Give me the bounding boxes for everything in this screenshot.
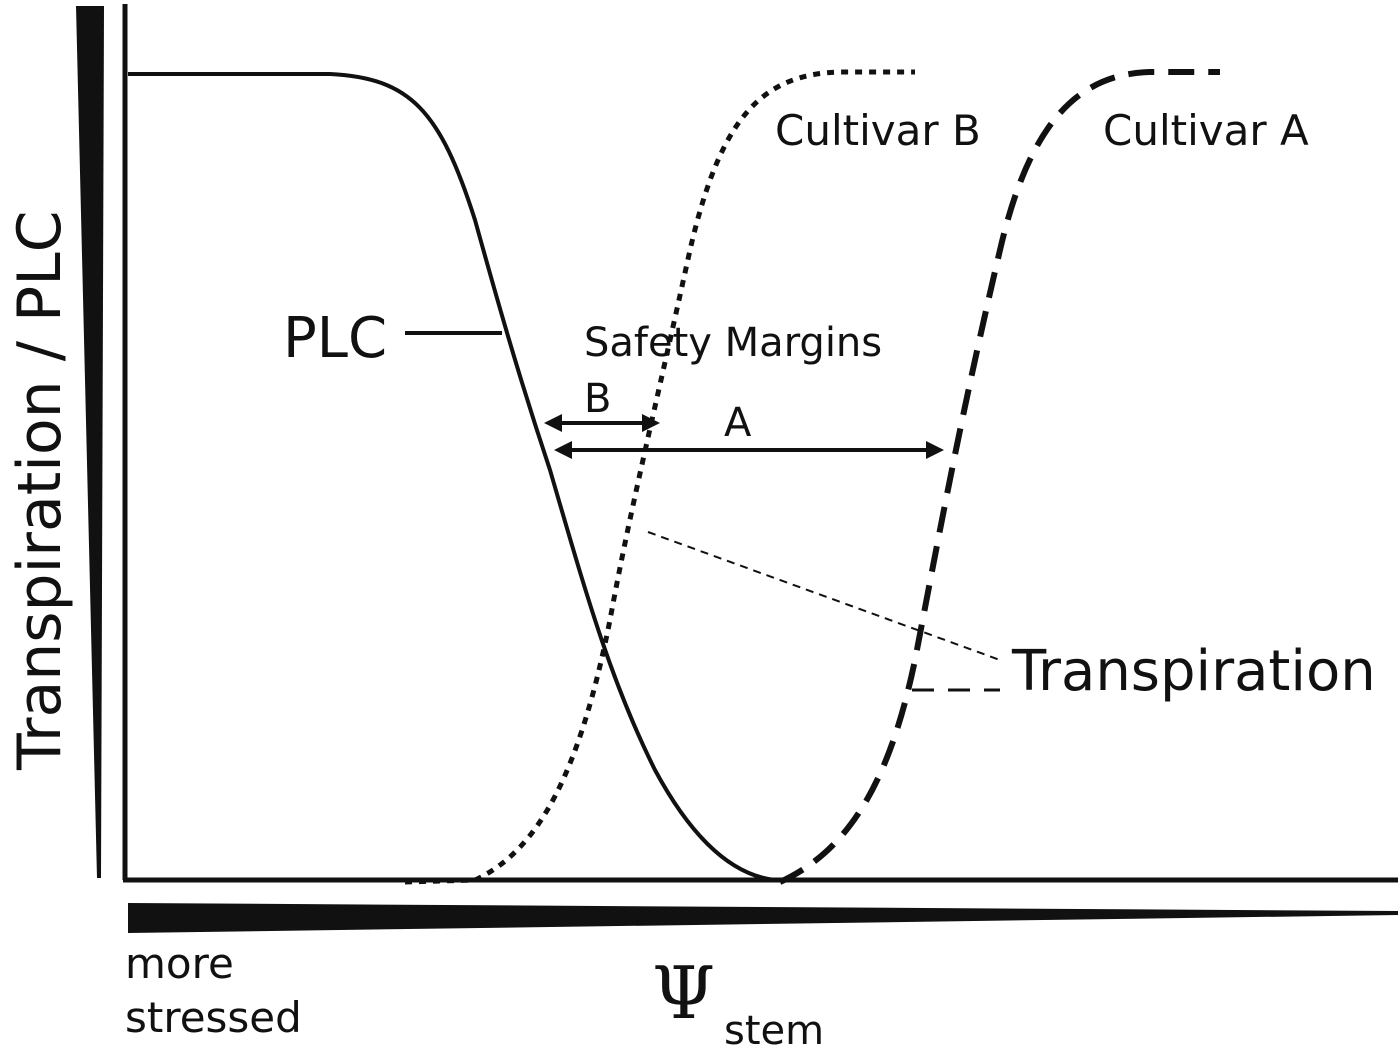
- more-stressed-line1: more: [125, 939, 234, 988]
- y-axis-title: Transpiration / PLC: [5, 210, 75, 771]
- psi-symbol: Ψ: [652, 951, 715, 1035]
- plc-label: PLC: [283, 306, 387, 371]
- transpiration-leader-lines: [647, 531, 1001, 692]
- margin-a-label: A: [724, 400, 752, 446]
- plc-curve: [128, 72, 1398, 882]
- margin-b-label: B: [584, 376, 611, 422]
- safety-margin-b-arrow: [544, 414, 660, 432]
- cultivar-a-curve: [778, 69, 1220, 885]
- safety-margins-label: Safety Margins: [584, 320, 882, 366]
- more-stressed-line2: stressed: [125, 993, 302, 1042]
- y-gradient-wedge: [76, 6, 104, 878]
- transpiration-label: Transpiration: [1011, 639, 1376, 704]
- cultivar-a-label: Cultivar A: [1103, 106, 1309, 155]
- cultivar-b-curve: [404, 69, 915, 885]
- cultivar-b-label: Cultivar B: [775, 106, 981, 155]
- safety-margin-a-arrow: [554, 441, 944, 459]
- psi-subscript: stem: [724, 1008, 824, 1052]
- x-gradient-wedge: [128, 903, 1398, 933]
